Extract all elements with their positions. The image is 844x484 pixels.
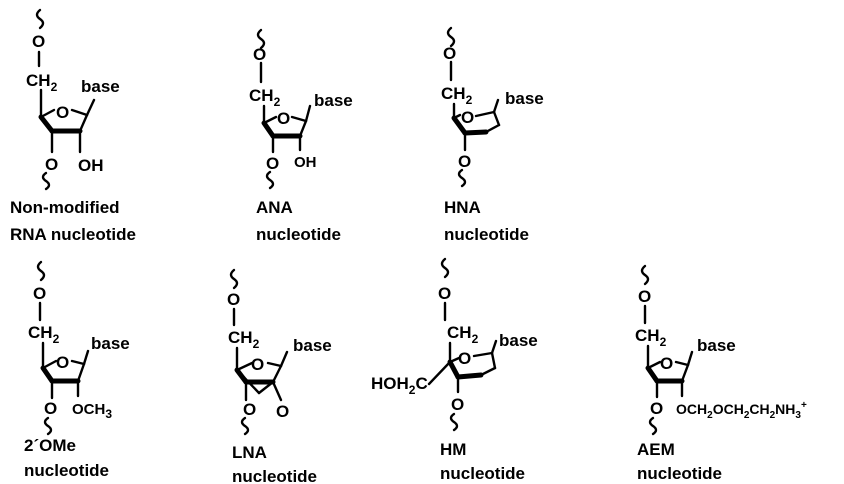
caption-line-2: nucleotide xyxy=(637,464,722,483)
base-label: base xyxy=(293,336,332,355)
base-label: base xyxy=(81,77,120,96)
caption-line-2: nucleotide xyxy=(440,464,525,483)
o5-atom: O xyxy=(33,284,46,303)
base-label: base xyxy=(505,89,544,108)
caption-line-1: AEM xyxy=(637,440,675,459)
caption-line-2: nucleotide xyxy=(24,461,109,480)
molecule-ana: O CH2 O base O OH ANA nucleotide xyxy=(249,28,353,244)
caption-line-1: 2´OMe xyxy=(24,436,76,455)
ring-oxygen: O xyxy=(56,353,69,372)
caption-line-1: LNA xyxy=(232,443,267,462)
c5-label: CH2 xyxy=(249,86,281,109)
o5-atom: O xyxy=(227,290,240,309)
ring-oxygen: O xyxy=(660,354,673,373)
caption-line-2: nucleotide xyxy=(444,225,529,244)
hydroxymethyl-group: HOH2C xyxy=(371,374,428,397)
c5-label: CH2 xyxy=(28,323,60,346)
o3-atom: O xyxy=(650,399,663,418)
bridge-oxygen: O xyxy=(276,402,289,421)
caption-line-1: ANA xyxy=(256,198,293,217)
o3-atom: O xyxy=(458,152,471,171)
caption-line-2: nucleotide xyxy=(256,225,341,244)
molecule-lna: O CH2 O base O O LNA nucleotide xyxy=(227,268,332,484)
o3-atom: O xyxy=(266,154,279,173)
molecule-2ome: O CH2 O base O OCH3 2´OMe nucleotide xyxy=(24,260,130,480)
molecule-hm: O CH2 O base HOH2C O HM nucleotide xyxy=(371,257,538,483)
c2-substituent: OCH2OCH2CH2NH3+ xyxy=(676,400,807,421)
c5-label: CH2 xyxy=(441,84,473,107)
o3-atom: O xyxy=(243,400,256,419)
c5-label: CH2 xyxy=(635,326,667,349)
c2-substituent: OCH3 xyxy=(72,401,112,421)
ring-oxygen: O xyxy=(458,349,471,368)
caption-line-2: nucleotide xyxy=(232,467,317,484)
molecule-rna: O CH2 O base O OH Non-modified RNA nucle… xyxy=(10,8,136,244)
o3-atom: O xyxy=(44,399,57,418)
c5-label: CH2 xyxy=(228,328,260,351)
caption-line-1: HM xyxy=(440,440,466,459)
molecule-hna: O CH2 O base O HNA nucleotide xyxy=(441,26,544,244)
base-label: base xyxy=(697,336,736,355)
o5-atom: O xyxy=(438,284,451,303)
o3-atom: O xyxy=(45,155,58,174)
o5-atom: O xyxy=(638,287,651,306)
ring-oxygen: O xyxy=(277,109,290,128)
ring-oxygen: O xyxy=(56,103,69,122)
molecule-aem: O CH2 O base O OCH2OCH2CH2NH3+ AEM nucle… xyxy=(635,264,807,483)
base-label: base xyxy=(314,91,353,110)
c5-label: CH2 xyxy=(447,323,479,346)
c2-substituent: OH xyxy=(78,156,104,175)
base-label: base xyxy=(91,334,130,353)
o5-atom: O xyxy=(253,45,266,64)
o5-atom: O xyxy=(32,32,45,51)
ring-oxygen: O xyxy=(251,355,264,374)
base-label: base xyxy=(499,331,538,350)
caption-line-2: RNA nucleotide xyxy=(10,225,136,244)
c5-label: CH2 xyxy=(26,71,58,94)
o3-atom: O xyxy=(451,395,464,414)
caption-line-1: Non-modified xyxy=(10,198,120,217)
caption-line-1: HNA xyxy=(444,198,481,217)
o5-atom: O xyxy=(443,44,456,63)
c2-substituent: OH xyxy=(294,154,317,171)
ring-oxygen: O xyxy=(461,108,474,127)
